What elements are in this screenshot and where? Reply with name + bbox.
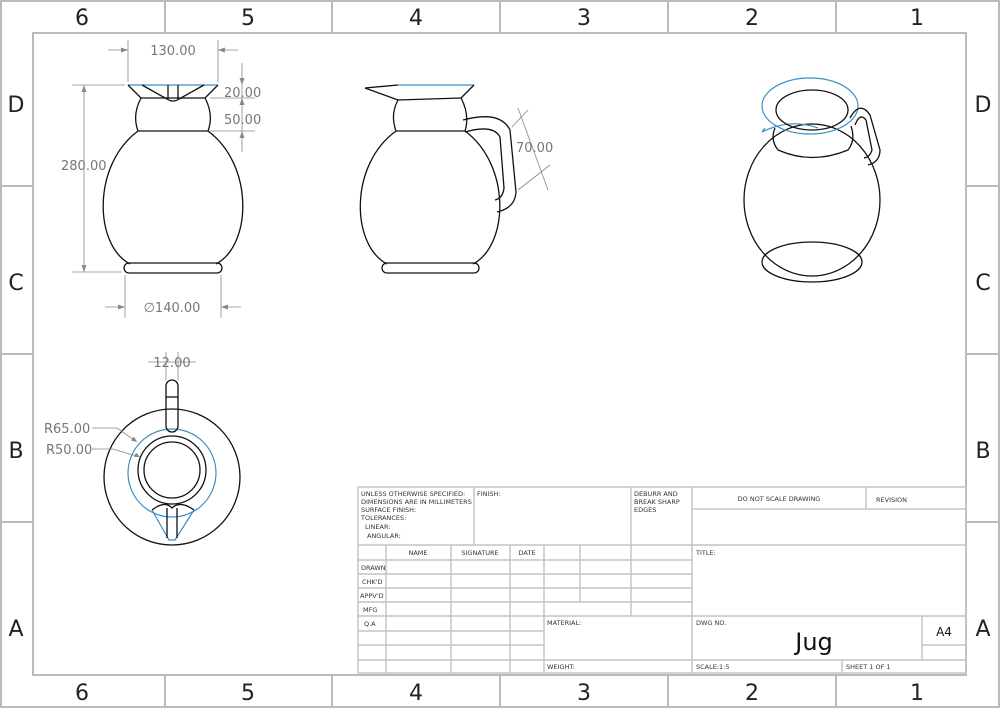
front-view[interactable]: 130.00 280.00 20.00 50.00 ∅140.00 <box>61 40 261 318</box>
zone-labels-left: D C B A <box>8 93 25 642</box>
row-checked: CHK'D <box>362 578 382 586</box>
do-not-scale: DO NOT SCALE DRAWING <box>738 495 821 503</box>
note-line: TOLERANCES: <box>360 514 406 522</box>
dim-diameter-140: ∅140.00 <box>144 301 201 316</box>
note-line: ANGULAR: <box>367 532 401 540</box>
dim-20: 20.00 <box>224 86 261 101</box>
zone-row-b: B <box>975 439 990 464</box>
row-drawn: DRAWN <box>361 564 386 572</box>
scale-label: SCALE:1:5 <box>696 663 730 671</box>
dimension-handle-thickness: 12.00 <box>148 352 196 380</box>
zone-col-5: 5 <box>241 681 255 706</box>
note-line: SURFACE FINISH: <box>361 506 416 514</box>
header-date: DATE <box>519 549 536 557</box>
zone-col-4: 4 <box>409 681 423 706</box>
dim-130: 130.00 <box>150 44 196 59</box>
dimension-base-diameter: ∅140.00 <box>105 275 241 318</box>
revision-label: REVISION <box>876 496 907 504</box>
zone-labels-right: D C B A <box>975 93 992 642</box>
drawing-number: Jug <box>793 628 833 656</box>
zone-row-a: A <box>8 617 23 642</box>
zone-col-4: 4 <box>409 6 423 31</box>
row-mfg: MFG <box>363 606 377 614</box>
zone-col-3: 3 <box>577 6 591 31</box>
dimension-height: 280.00 <box>61 84 125 273</box>
note-line: DIMENSIONS ARE IN MILLIMETERS <box>361 498 472 506</box>
dim-12: 12.00 <box>153 356 190 371</box>
material-label: MATERIAL: <box>547 619 581 627</box>
dim-r65: R65.00 <box>44 422 90 437</box>
zone-labels-top: 6 5 4 3 2 1 <box>75 6 924 31</box>
finish-label: FINISH: <box>477 490 501 498</box>
dim-70: 70.00 <box>516 141 553 156</box>
inner-frame <box>32 32 967 676</box>
dimension-radii: R65.00 R50.00 <box>44 422 141 458</box>
dim-50: 50.00 <box>224 113 261 128</box>
side-view[interactable]: 70.00 <box>359 84 553 274</box>
note-line: UNLESS OTHERWISE SPECIFIED: <box>361 490 465 498</box>
top-view[interactable]: 12.00 R65.00 R50.00 <box>44 352 241 546</box>
dwg-no-label: DWG NO. <box>696 619 726 627</box>
row-qa: Q.A <box>364 620 376 628</box>
zone-row-b: B <box>8 439 23 464</box>
zone-row-a: A <box>975 617 990 642</box>
note-line: LINEAR: <box>365 523 390 531</box>
dimension-handle: 70.00 <box>511 107 553 191</box>
zone-col-1: 1 <box>910 681 924 706</box>
zone-row-d: D <box>975 93 992 118</box>
zone-col-2: 2 <box>745 681 759 706</box>
zone-col-6: 6 <box>75 6 89 31</box>
zone-row-c: C <box>975 271 990 296</box>
dimension-neck: 20.00 50.00 <box>210 63 261 152</box>
zone-col-5: 5 <box>241 6 255 31</box>
deburr-note: DEBURR AND <box>634 490 678 498</box>
title-block: UNLESS OTHERWISE SPECIFIED: DIMENSIONS A… <box>357 486 967 674</box>
deburr-note: BREAK SHARP <box>634 498 680 506</box>
title-label: TITLE: <box>695 549 716 557</box>
zone-labels-bottom: 6 5 4 3 2 1 <box>75 681 924 706</box>
isometric-view[interactable] <box>743 77 881 283</box>
deburr-note: EDGES <box>634 506 656 514</box>
general-notes: UNLESS OTHERWISE SPECIFIED: DIMENSIONS A… <box>360 490 472 540</box>
dim-r50: R50.00 <box>46 443 92 458</box>
zone-col-6: 6 <box>75 681 89 706</box>
sheet-size: A4 <box>936 625 952 639</box>
sheet-number: SHEET 1 OF 1 <box>846 663 891 671</box>
zone-col-2: 2 <box>745 6 759 31</box>
header-signature: SIGNATURE <box>461 549 498 557</box>
header-name: NAME <box>408 549 427 557</box>
dim-280: 280.00 <box>61 159 107 174</box>
zone-col-1: 1 <box>910 6 924 31</box>
row-approved: APPV'D <box>360 592 384 600</box>
dimension-top-width: 130.00 <box>108 40 238 82</box>
zone-col-3: 3 <box>577 681 591 706</box>
zone-row-d: D <box>8 93 25 118</box>
weight-label: WEIGHT: <box>547 663 575 671</box>
zone-row-c: C <box>8 271 23 296</box>
